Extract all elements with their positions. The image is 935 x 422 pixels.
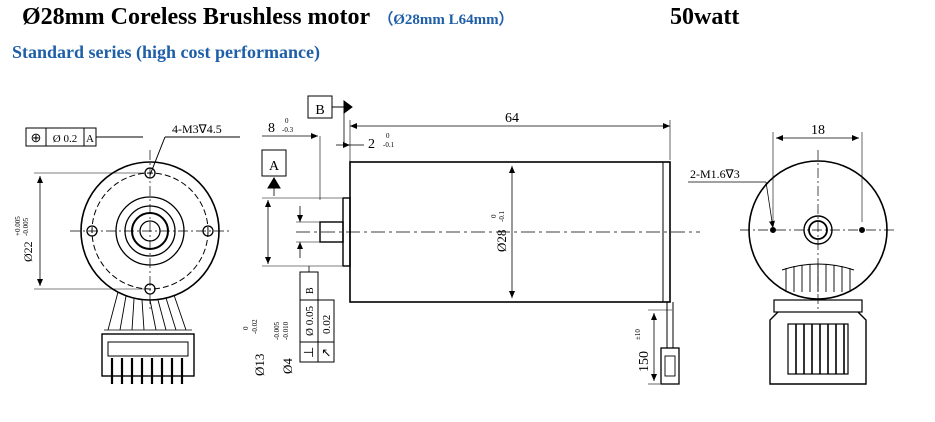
- rear-hole-callout: 2-M1.6∇3: [690, 167, 740, 181]
- rear-connector: [787, 323, 849, 375]
- dia-13-label: Ø13: [252, 354, 267, 376]
- rear-view: [688, 132, 896, 385]
- dia-4-tol-lower: -0.010: [282, 321, 290, 340]
- front-tolerance-value: Ø 0.2: [53, 133, 77, 145]
- datum-b-label: B: [315, 103, 324, 118]
- runout-symbol: ↗: [319, 348, 333, 358]
- dim-8-label: 8: [268, 121, 275, 136]
- side-view-text: B A 8 0 -0.3 2 0 -0.1 64 Ø28 0 -0.1 Ø13 …: [242, 103, 652, 376]
- dia-4-label: Ø4: [280, 358, 295, 374]
- front-view: [25, 127, 240, 384]
- side-view: [261, 95, 700, 385]
- perpendicularity-datum: B: [305, 287, 316, 294]
- dia-22-tol-lower: -0.005: [22, 217, 30, 236]
- dia-28-tol-upper: 0: [490, 214, 498, 218]
- title-text: Ø28mm Coreless Brushless motor: [22, 4, 371, 30]
- dim-18-label: 18: [811, 123, 825, 138]
- power-rating: 50watt: [670, 4, 740, 30]
- rear-connector-top: [773, 299, 863, 313]
- lead-length-label: 150: [637, 351, 652, 372]
- front-view-text: ⊕ Ø 0.2 A 4-M3∇4.5 Ø22 +0.005 -0.005: [14, 122, 222, 262]
- dia-13-tol-upper: 0: [242, 326, 250, 330]
- dim-64-label: 64: [505, 111, 519, 126]
- datum-a-label: A: [269, 159, 280, 174]
- dia-22-tol-upper: +0.005: [14, 216, 22, 236]
- side-connector: [660, 347, 680, 385]
- datum-a-box: [261, 149, 287, 177]
- dia-22-label: Ø22: [21, 241, 35, 262]
- dim-8-tol-upper: 0: [285, 117, 289, 125]
- perpendicularity-symbol: ⊥: [301, 347, 316, 358]
- dim-2-label: 2: [368, 137, 375, 152]
- dia-28-tol-lower: -0.1: [498, 210, 506, 222]
- front-connector: [101, 333, 195, 377]
- dia-28-label: Ø28: [494, 230, 509, 252]
- dim-2-tol-upper: 0: [386, 132, 390, 140]
- dia-13-tol-lower: -0.02: [251, 319, 259, 334]
- subtitle: Standard series (high cost performance): [12, 42, 320, 62]
- lead-length-tol: ±10: [634, 329, 642, 340]
- perpendicularity-value: Ø 0.05: [304, 306, 316, 336]
- dim-2-tol-lower: -0.1: [383, 141, 395, 149]
- runout-frame: [317, 299, 335, 363]
- output-shaft: [319, 221, 344, 243]
- title: Ø28mm Coreless Brushless motor （Ø28mm L64…: [22, 4, 739, 31]
- position-symbol: ⊕: [31, 130, 42, 145]
- title-dims: （Ø28mm L64mm）: [378, 12, 514, 28]
- front-datum-ref: A: [86, 133, 94, 145]
- rear-view-text: 18 2-M1.6∇3: [690, 123, 825, 181]
- dia-4-tol-upper: -0.005: [273, 321, 281, 340]
- runout-value: 0.02: [321, 315, 333, 334]
- mount-hole-callout: 4-M3∇4.5: [172, 122, 222, 136]
- dim-8-tol-lower: -0.3: [282, 126, 294, 134]
